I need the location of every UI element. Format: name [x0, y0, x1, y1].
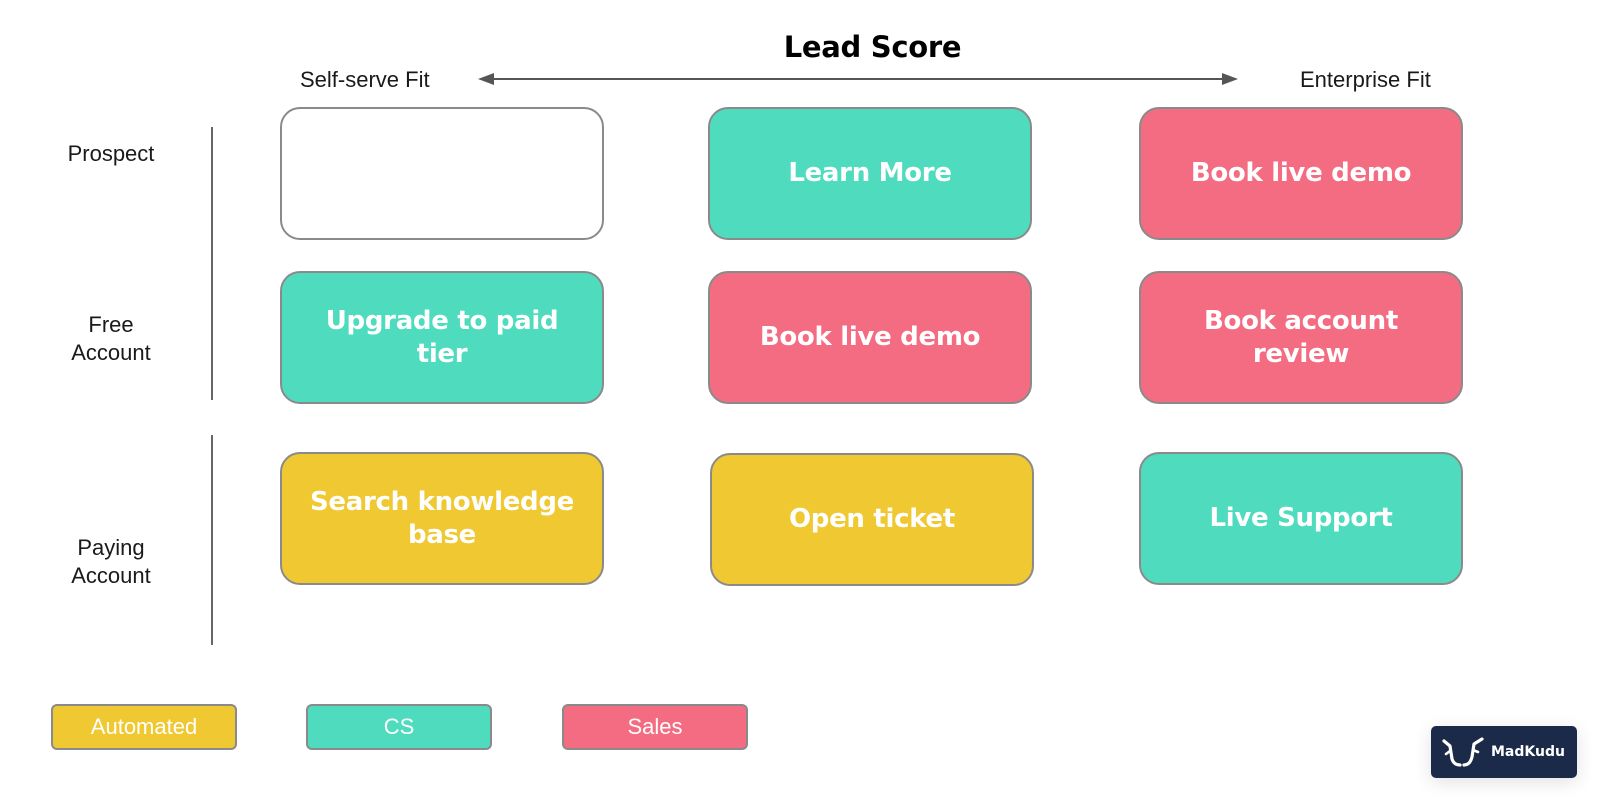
legend-label: CS: [383, 714, 415, 739]
cell-label: Learn More: [788, 158, 952, 188]
madkudu-logo: MadKudu: [1431, 726, 1577, 778]
double-arrow-icon: [478, 73, 1238, 85]
madkudu-antler-icon: [1442, 737, 1484, 767]
cell-label: Book live demo: [1190, 158, 1412, 188]
legend-cs: CS: [306, 704, 492, 750]
axis-left-label: Self-serve Fit: [300, 67, 430, 92]
cell-paying-mid: Open ticket: [710, 453, 1034, 586]
cell-label: Open ticket: [788, 504, 956, 534]
axis-right-label: Enterprise Fit: [1300, 67, 1431, 92]
cell-paying-self-serve: Search knowledge base: [280, 452, 604, 585]
legend-label: Sales: [627, 714, 683, 739]
row-label-free-account: Free Account: [71, 312, 151, 365]
cell-free-self-serve: Upgrade to paid tier: [280, 271, 604, 404]
cell-label: Search knowledge base: [310, 486, 574, 550]
diagram-title: Lead Score: [783, 30, 962, 64]
cell-label: Upgrade to paid tier: [325, 305, 559, 369]
cell-label: Book account review: [1204, 305, 1398, 369]
row-label-paying-account: Paying Account: [71, 535, 151, 588]
cell-free-enterprise: Book account review: [1139, 271, 1463, 404]
cell-label: Live Support: [1209, 503, 1393, 533]
cell-prospect-mid: Learn More: [708, 107, 1032, 240]
cell-prospect-self-serve: [280, 107, 604, 240]
cell-free-mid: Book live demo: [708, 271, 1032, 404]
logo-wordmark: MadKudu: [1491, 744, 1565, 760]
legend-automated: Automated: [51, 704, 237, 750]
legend-label: Automated: [90, 714, 198, 739]
row-divider-line-bottom: [211, 435, 213, 645]
cell-prospect-enterprise: Book live demo: [1139, 107, 1463, 240]
legend-sales: Sales: [562, 704, 748, 750]
cell-label: Book live demo: [759, 322, 981, 352]
cell-paying-enterprise: Live Support: [1139, 452, 1463, 585]
row-label-prospect: Prospect: [67, 141, 155, 166]
row-divider-line-top: [211, 127, 213, 400]
